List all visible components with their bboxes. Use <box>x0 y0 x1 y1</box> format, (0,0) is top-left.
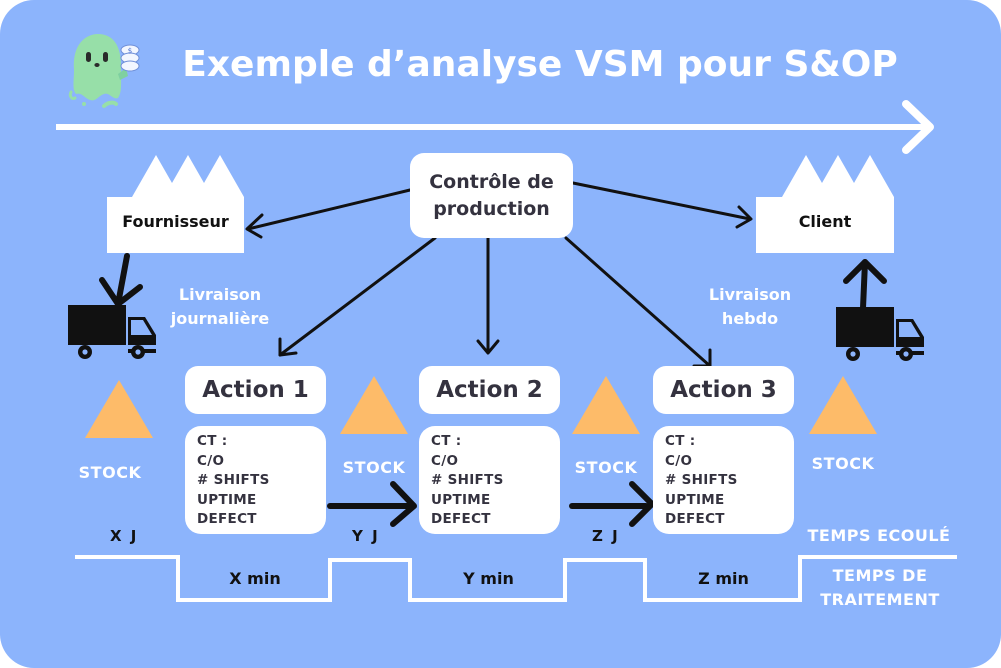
metric-shifts: # SHIFTS <box>665 472 738 489</box>
metric-co: C/O <box>665 452 693 469</box>
stock-label: STOCK <box>342 458 406 477</box>
delivery-out-line1: Livraison <box>708 285 792 304</box>
action-2-metrics: CT : C/O # SHIFTS UPTIME DEFECT <box>419 426 560 534</box>
waiting-time: X J <box>110 527 139 545</box>
control-line2: production <box>433 197 550 220</box>
control-to-client-arrow <box>571 181 752 221</box>
truck-to-client-arrow <box>843 259 887 311</box>
control-to-action3-arrow <box>564 236 712 368</box>
stock-triangle-icon <box>340 376 408 434</box>
action-1-title: Action 1 <box>185 366 326 414</box>
processing-time: X min <box>229 569 281 588</box>
metric-uptime: UPTIME <box>431 491 491 508</box>
supplier-label: Fournisseur <box>122 212 229 231</box>
production-control-box: Contrôle de production <box>410 153 573 238</box>
metric-uptime: UPTIME <box>197 491 257 508</box>
processing-legend-line1: TEMPS DE <box>832 566 928 585</box>
stock-triangle-icon <box>809 376 877 434</box>
elapsed-time-legend: TEMPS ECOULÉ <box>807 526 951 545</box>
stock-triangle-icon <box>572 376 640 434</box>
metric-ct: CT : <box>197 433 228 449</box>
processing-time: Y min <box>463 569 514 588</box>
weekly-delivery-label: Livraison hebdo <box>690 283 810 331</box>
action-2-title: Action 2 <box>419 366 560 414</box>
processing-time: Z min <box>698 569 749 588</box>
supplier-factory-icon <box>107 155 244 253</box>
action-1-metrics: CT : C/O # SHIFTS UPTIME DEFECT <box>185 426 326 534</box>
processing-legend-line2: TRAITEMENT <box>820 590 940 609</box>
action-3-metrics: CT : C/O # SHIFTS UPTIME DEFECT <box>653 426 794 534</box>
metric-co: C/O <box>431 452 459 469</box>
metric-uptime: UPTIME <box>665 491 725 508</box>
metric-co: C/O <box>197 452 225 469</box>
client-label: Client <box>798 212 852 231</box>
push-arrow <box>569 481 655 527</box>
metric-defect: DEFECT <box>431 511 491 528</box>
arrow-right-icon <box>56 100 934 154</box>
processing-time-legend: TEMPS DE TRAITEMENT <box>800 564 960 612</box>
metric-defect: DEFECT <box>665 511 725 528</box>
ghost-mascot-icon <box>68 34 128 108</box>
control-line1: Contrôle de <box>429 170 554 193</box>
stock-label: STOCK <box>78 463 142 482</box>
waiting-time: Z J <box>592 527 620 545</box>
metric-ct: CT : <box>665 433 696 449</box>
delivery-in-line1: Livraison <box>178 285 262 304</box>
stock-label: STOCK <box>811 454 875 473</box>
page-title: Exemple d’analyse VSM pour S&OP <box>182 44 898 85</box>
metric-shifts: # SHIFTS <box>431 472 504 489</box>
truck-icon <box>836 307 924 361</box>
control-to-supplier-arrow <box>246 188 412 231</box>
action-3-title: Action 3 <box>653 366 794 414</box>
stock-triangle-icon <box>85 380 153 438</box>
coins-icon: $ <box>120 44 140 72</box>
svg-text:$: $ <box>128 47 132 55</box>
supplier-to-truck-arrow <box>99 253 143 307</box>
timeline-ladder <box>75 555 957 602</box>
daily-delivery-label: Livraison journalière <box>160 283 280 331</box>
control-to-action1-arrow <box>278 236 437 357</box>
metric-defect: DEFECT <box>197 511 257 528</box>
delivery-in-line2: journalière <box>170 309 270 328</box>
delivery-out-line2: hebdo <box>721 309 779 328</box>
push-arrow <box>327 481 417 527</box>
truck-icon <box>68 305 156 359</box>
client-factory-icon <box>756 155 894 253</box>
waiting-time: Y J <box>352 527 380 545</box>
metric-shifts: # SHIFTS <box>197 472 270 489</box>
stock-label: STOCK <box>574 458 638 477</box>
metric-ct: CT : <box>431 433 462 449</box>
